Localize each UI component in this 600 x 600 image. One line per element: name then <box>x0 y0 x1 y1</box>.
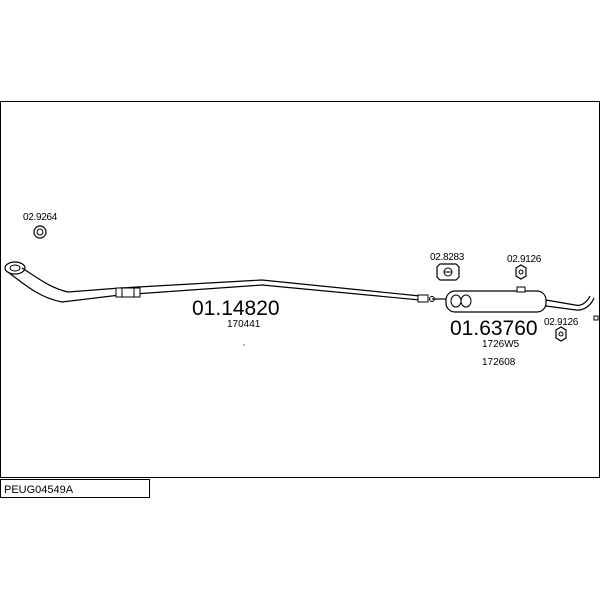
gasket-ref: 02.9264 <box>23 212 58 223</box>
clamp-icon <box>436 263 460 281</box>
dot-mark <box>243 344 245 346</box>
front-pipe <box>4 261 435 303</box>
drawing-frame <box>0 101 600 478</box>
rubber-mount-1-ref: 02.9126 <box>507 254 542 265</box>
diagram-code: PEUG04549A <box>4 484 74 496</box>
rubber-mount-2-icon <box>555 326 567 342</box>
rear-silencer-number: 01.63760 <box>450 317 538 340</box>
front-pipe-ref: 170441 <box>227 319 261 330</box>
rubber-mount-1-icon <box>515 264 527 280</box>
front-pipe-flange <box>4 261 26 275</box>
rubber-mount-2-ref: 02.9126 <box>544 317 579 328</box>
clamp-ref: 02.8283 <box>430 252 465 263</box>
silencer-box <box>445 290 547 313</box>
front-pipe-number: 01.14820 <box>192 297 280 320</box>
rear-silencer-ref-2: 172608 <box>482 357 516 368</box>
code-box <box>0 479 150 498</box>
gasket-icon <box>33 225 47 239</box>
rear-silencer <box>432 286 599 321</box>
rear-silencer-ref-1: 1726W5 <box>482 339 520 350</box>
